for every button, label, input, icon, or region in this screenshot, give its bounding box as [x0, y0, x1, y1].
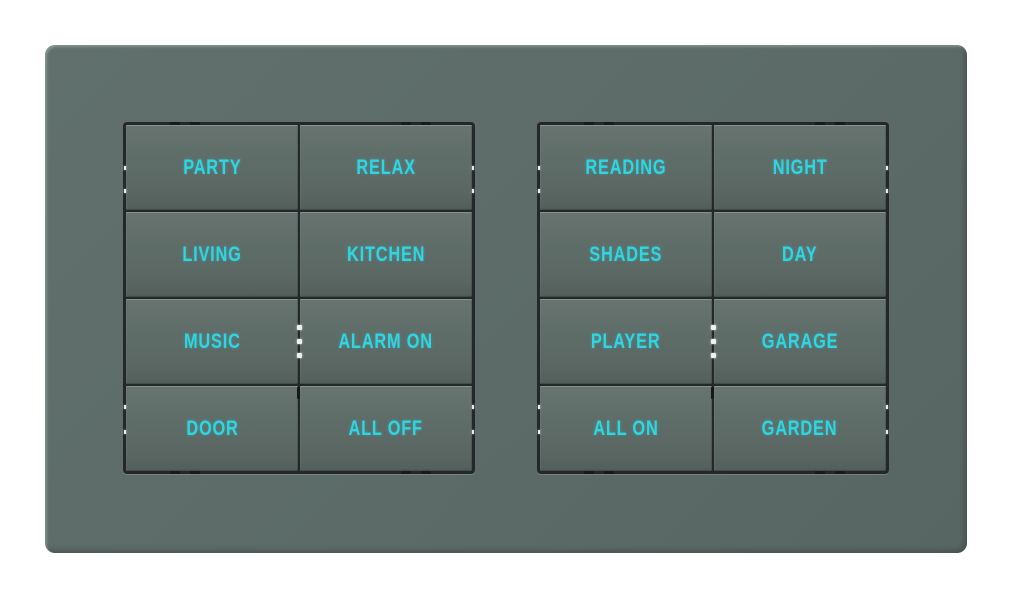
edge-led-icon [124, 189, 126, 193]
button-music[interactable]: MUSIC [126, 299, 298, 384]
button-garage[interactable]: GARAGE [714, 299, 886, 384]
button-label: PARTY [182, 155, 242, 179]
button-reading[interactable]: READING [540, 125, 712, 210]
button-label: DOOR [185, 416, 239, 440]
status-led-icon [297, 353, 302, 358]
edge-led-icon [472, 430, 474, 434]
edge-led-icon [124, 430, 126, 434]
edge-led-icon [886, 189, 888, 193]
release-notch-icon [421, 471, 431, 474]
status-led-icon [711, 353, 716, 358]
button-label: NIGHT [772, 155, 828, 179]
divider-slot-icon [711, 387, 714, 399]
button-garden[interactable]: GARDEN [714, 386, 886, 471]
button-label: PLAYER [591, 329, 661, 353]
button-night[interactable]: NIGHT [714, 125, 886, 210]
button-label: READING [585, 155, 667, 179]
edge-led-icon [538, 166, 540, 170]
status-led-icon [711, 339, 716, 344]
edge-led-icon [886, 166, 888, 170]
release-notch-icon [835, 471, 845, 474]
release-notch-icon [604, 471, 614, 474]
button-label: ALARM ON [338, 329, 434, 353]
release-notch-icon [170, 122, 180, 125]
edge-led-icon [124, 166, 126, 170]
divider-slot-icon [297, 387, 300, 399]
button-all-off[interactable]: ALL OFF [300, 386, 472, 471]
release-notch-icon [835, 122, 845, 125]
status-led-icon [711, 325, 716, 330]
button-living[interactable]: LIVING [126, 212, 298, 297]
button-label: KITCHEN [346, 242, 426, 266]
release-notch-icon [584, 122, 594, 125]
button-label: SHADES [589, 242, 663, 266]
button-party[interactable]: PARTY [126, 125, 298, 210]
button-label: ALL OFF [348, 416, 424, 440]
button-relax[interactable]: RELAX [300, 125, 472, 210]
release-notch-icon [401, 471, 411, 474]
button-label: GARDEN [762, 416, 838, 440]
edge-led-icon [124, 405, 126, 409]
button-day[interactable]: DAY [714, 212, 886, 297]
button-label: ALL ON [593, 416, 659, 440]
edge-led-icon [538, 189, 540, 193]
keypad-bank-left: PARTY RELAX LIVING KITCHEN MUSIC ALARM O… [123, 122, 475, 474]
button-all-on[interactable]: ALL ON [540, 386, 712, 471]
edge-led-icon [472, 189, 474, 193]
release-notch-icon [815, 122, 825, 125]
release-notch-icon [170, 471, 180, 474]
button-label: MUSIC [183, 329, 241, 353]
keypad-faceplate: PARTY RELAX LIVING KITCHEN MUSIC ALARM O… [45, 45, 967, 553]
edge-led-icon [886, 405, 888, 409]
button-player[interactable]: PLAYER [540, 299, 712, 384]
button-label: RELAX [356, 155, 416, 179]
release-notch-icon [815, 471, 825, 474]
button-label: LIVING [182, 242, 242, 266]
edge-led-icon [472, 405, 474, 409]
button-kitchen[interactable]: KITCHEN [300, 212, 472, 297]
release-notch-icon [604, 122, 614, 125]
edge-led-icon [538, 430, 540, 434]
button-label: DAY [782, 242, 818, 266]
release-notch-icon [584, 471, 594, 474]
edge-led-icon [472, 166, 474, 170]
keypad-bank-right: READING NIGHT SHADES DAY PLAYER GARAGE A… [537, 122, 889, 474]
button-door[interactable]: DOOR [126, 386, 298, 471]
status-led-icon [297, 339, 302, 344]
release-notch-icon [190, 471, 200, 474]
release-notch-icon [421, 122, 431, 125]
button-label: GARAGE [761, 329, 839, 353]
button-alarm-on[interactable]: ALARM ON [300, 299, 472, 384]
release-notch-icon [190, 122, 200, 125]
edge-led-icon [886, 430, 888, 434]
edge-led-icon [538, 405, 540, 409]
release-notch-icon [401, 122, 411, 125]
button-shades[interactable]: SHADES [540, 212, 712, 297]
status-led-icon [297, 325, 302, 330]
